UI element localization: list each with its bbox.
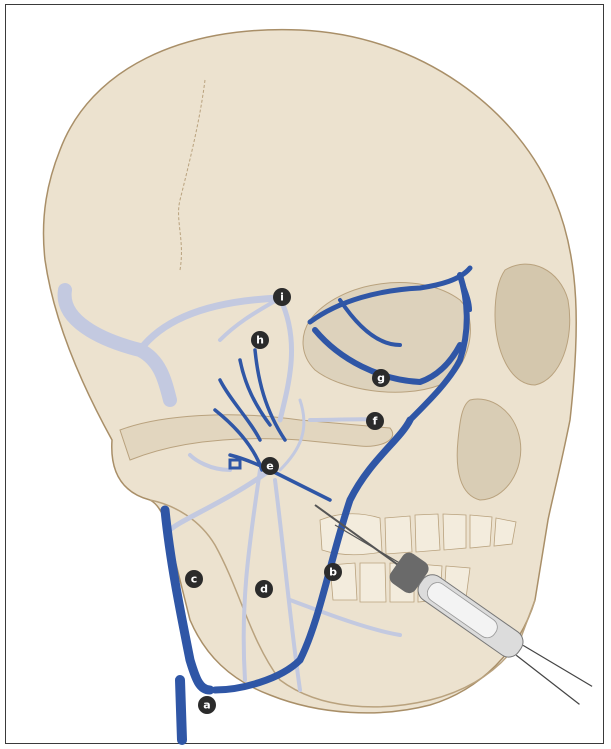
label-d: d bbox=[255, 580, 273, 598]
cranium bbox=[43, 30, 576, 713]
svg-text:i: i bbox=[280, 291, 284, 304]
svg-text:h: h bbox=[256, 334, 264, 347]
label-i: i bbox=[273, 288, 291, 306]
svg-text:f: f bbox=[373, 415, 378, 428]
label-b: b bbox=[324, 563, 342, 581]
skull bbox=[43, 30, 576, 713]
svg-text:e: e bbox=[266, 460, 273, 473]
label-a: a bbox=[198, 696, 216, 714]
label-h: h bbox=[251, 331, 269, 349]
label-c: c bbox=[185, 570, 203, 588]
label-g: g bbox=[372, 369, 390, 387]
vein-a bbox=[180, 680, 182, 740]
label-e: e bbox=[261, 457, 279, 475]
svg-text:a: a bbox=[203, 699, 210, 712]
svg-text:c: c bbox=[191, 573, 198, 586]
svg-text:b: b bbox=[329, 566, 337, 579]
label-f: f bbox=[366, 412, 384, 430]
svg-text:d: d bbox=[260, 583, 268, 596]
svg-text:g: g bbox=[377, 372, 385, 385]
